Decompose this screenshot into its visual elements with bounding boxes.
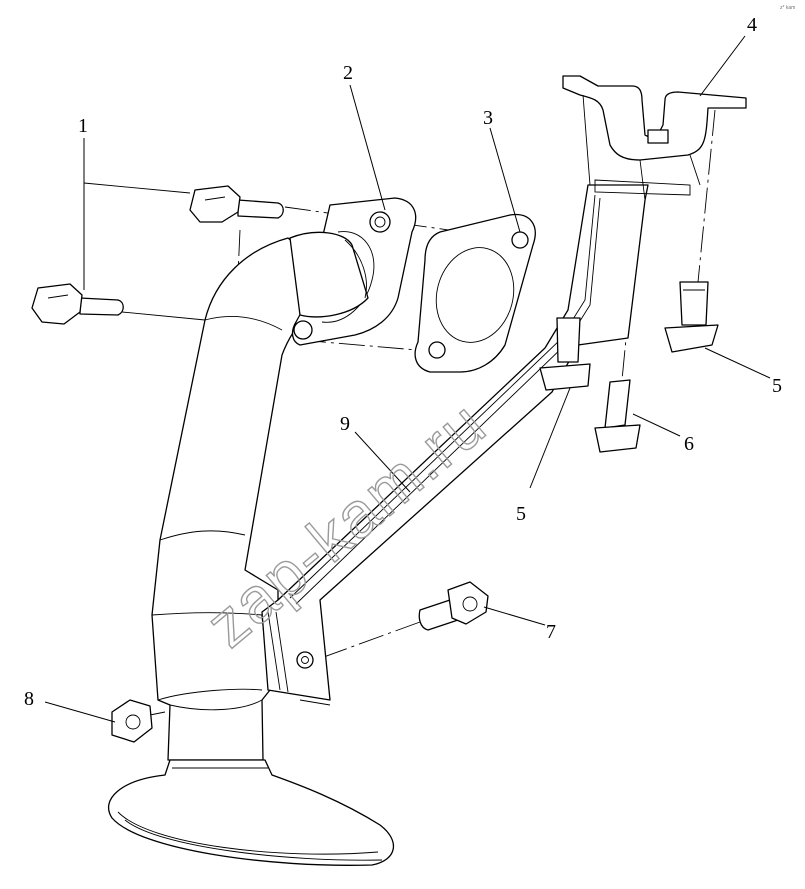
callout-3: 3 — [483, 107, 493, 129]
callout-9: 9 — [340, 413, 350, 435]
leader-lines — [44, 35, 771, 723]
bolt-7 — [418, 581, 489, 631]
callout-labels: 1 2 3 4 5 5 6 7 8 9 — [24, 14, 782, 710]
callout-1: 1 — [78, 115, 88, 137]
pipe-assembly — [107, 197, 417, 866]
bolt-1-upper — [189, 185, 284, 223]
bolt-5-right — [664, 281, 719, 353]
callout-7: 7 — [546, 621, 556, 643]
bolt-5-center — [539, 317, 591, 391]
callout-2: 2 — [343, 62, 353, 84]
callout-6: 6 — [684, 433, 694, 455]
bolt-6 — [594, 379, 641, 453]
callout-4: 4 — [747, 14, 757, 36]
gasket — [414, 213, 536, 373]
upper-bracket — [562, 75, 747, 201]
bolt-1-lower — [31, 283, 124, 325]
callout-5-right: 5 — [772, 375, 782, 397]
callout-5-center: 5 — [516, 503, 526, 525]
callout-8: 8 — [24, 688, 34, 710]
corner-mark: z* kam — [780, 5, 795, 11]
nut-8 — [111, 699, 153, 743]
